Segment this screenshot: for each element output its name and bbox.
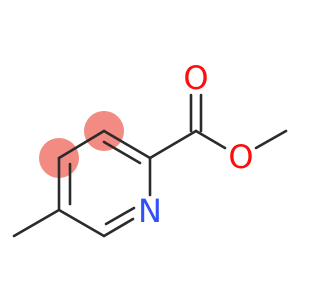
bond-c5-methyl bbox=[12, 208, 61, 238]
atom-nitrogen: N bbox=[138, 192, 162, 230]
atom-oxygen-ester: O bbox=[228, 138, 253, 176]
bond-c2-carbonyl-carbon bbox=[148, 129, 198, 160]
bond-c5-c6 bbox=[57, 208, 106, 238]
bond-ester-oxygen-methyl bbox=[254, 129, 288, 150]
bond-carbonyl-ester-oxygen bbox=[194, 129, 227, 150]
bond-c3-c4 bbox=[57, 129, 106, 160]
bond-c6-n1 bbox=[102, 217, 135, 238]
bond-c2-c3 bbox=[102, 129, 152, 160]
bond-c2-c3-inner bbox=[102, 140, 142, 165]
structure-diagram: O O N bbox=[12, 59, 288, 238]
molecule-svg: O O N bbox=[12, 59, 288, 238]
bond-c6-n1-inner bbox=[104, 206, 136, 226]
atom-oxygen-carbonyl: O bbox=[183, 59, 208, 97]
